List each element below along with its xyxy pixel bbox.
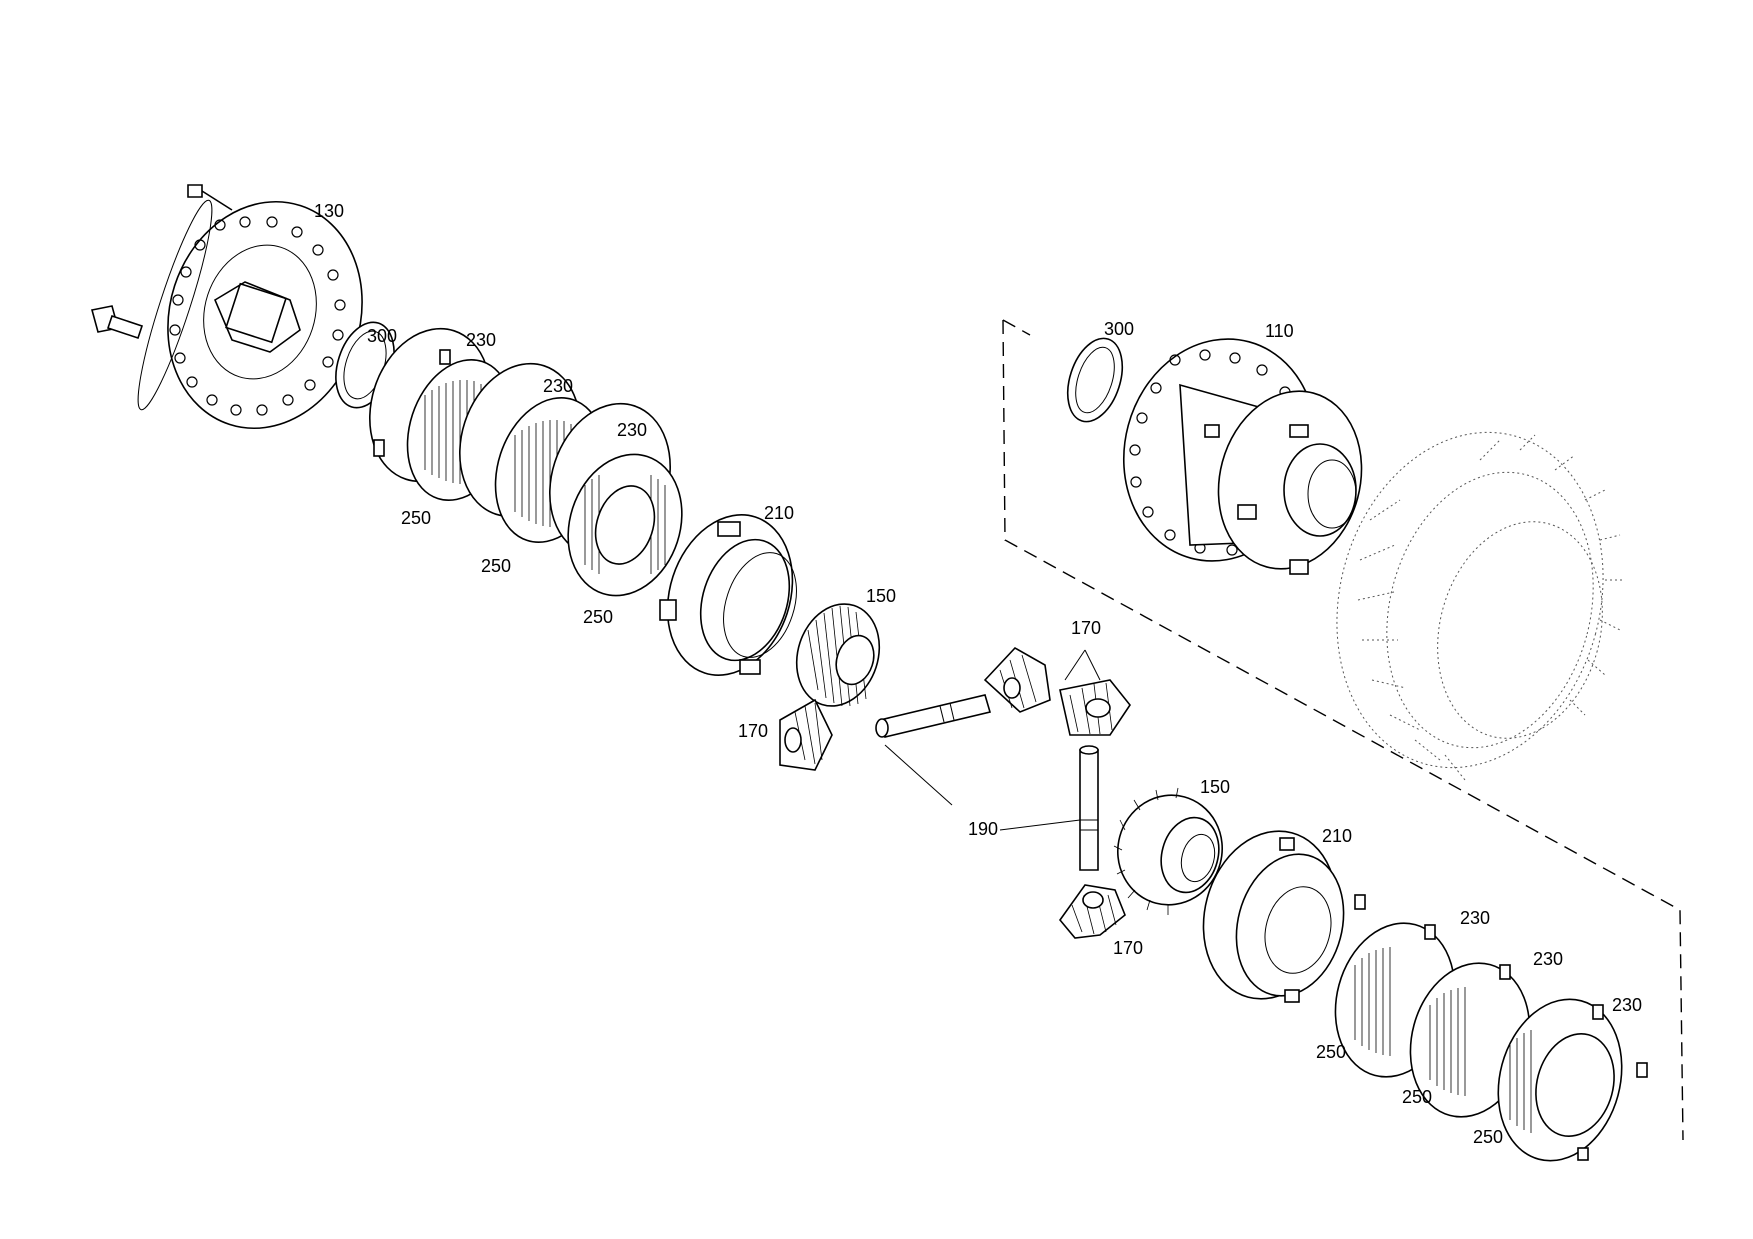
part-150-side-gear-right xyxy=(1113,787,1224,915)
part-150-side-gear-left xyxy=(795,603,881,707)
label-250-e: 250 xyxy=(1402,1087,1432,1107)
label-250-c: 250 xyxy=(583,607,613,627)
label-230-d: 230 xyxy=(1460,908,1490,928)
label-230-b: 230 xyxy=(543,376,573,396)
part-190-cross-shaft-vertical xyxy=(1079,745,1099,871)
leader-lines xyxy=(884,649,1101,831)
right-disc-pack xyxy=(1334,922,1648,1162)
label-150-left: 150 xyxy=(866,586,896,606)
part-170-pinion-gear-a xyxy=(779,698,833,771)
label-250-f: 250 xyxy=(1473,1127,1503,1147)
label-300-left: 300 xyxy=(367,326,397,346)
label-190: 190 xyxy=(968,819,998,839)
assembly-boundary xyxy=(1002,319,1684,1141)
part-labels: 130 300 230 230 230 250 250 250 210 150 … xyxy=(314,201,1642,1147)
label-130: 130 xyxy=(314,201,344,221)
label-250-a: 250 xyxy=(401,508,431,528)
part-300-thrust-washer-right xyxy=(1066,337,1124,423)
part-130-flange-cover xyxy=(91,184,363,430)
part-170-pinion-gear-d xyxy=(1058,884,1126,939)
label-170-b: 170 xyxy=(738,721,768,741)
label-150-right: 150 xyxy=(1200,777,1230,797)
label-170-a: 170 xyxy=(1071,618,1101,638)
left-disc-pack xyxy=(369,327,683,597)
part-170-pinion-gear-c xyxy=(1059,679,1131,736)
part-170-pinion-gear-b xyxy=(983,646,1051,713)
label-230-f: 230 xyxy=(1612,995,1642,1015)
label-210-right: 210 xyxy=(1322,826,1352,846)
label-170-c: 170 xyxy=(1113,938,1143,958)
part-210-pressure-ring-left xyxy=(659,514,797,676)
label-210-left: 210 xyxy=(764,503,794,523)
label-300-right: 300 xyxy=(1104,319,1134,339)
label-110: 110 xyxy=(1265,321,1294,341)
label-230-a: 230 xyxy=(466,330,496,350)
ring-gear-phantom xyxy=(1336,431,1625,781)
part-210-pressure-ring-right xyxy=(1202,830,1366,1003)
label-250-d: 250 xyxy=(1316,1042,1346,1062)
part-110-differential-housing xyxy=(1122,338,1363,575)
label-230-e: 230 xyxy=(1533,949,1563,969)
label-230-c: 230 xyxy=(617,420,647,440)
part-190-cross-shaft-horizontal xyxy=(875,694,992,738)
label-250-b: 250 xyxy=(481,556,511,576)
